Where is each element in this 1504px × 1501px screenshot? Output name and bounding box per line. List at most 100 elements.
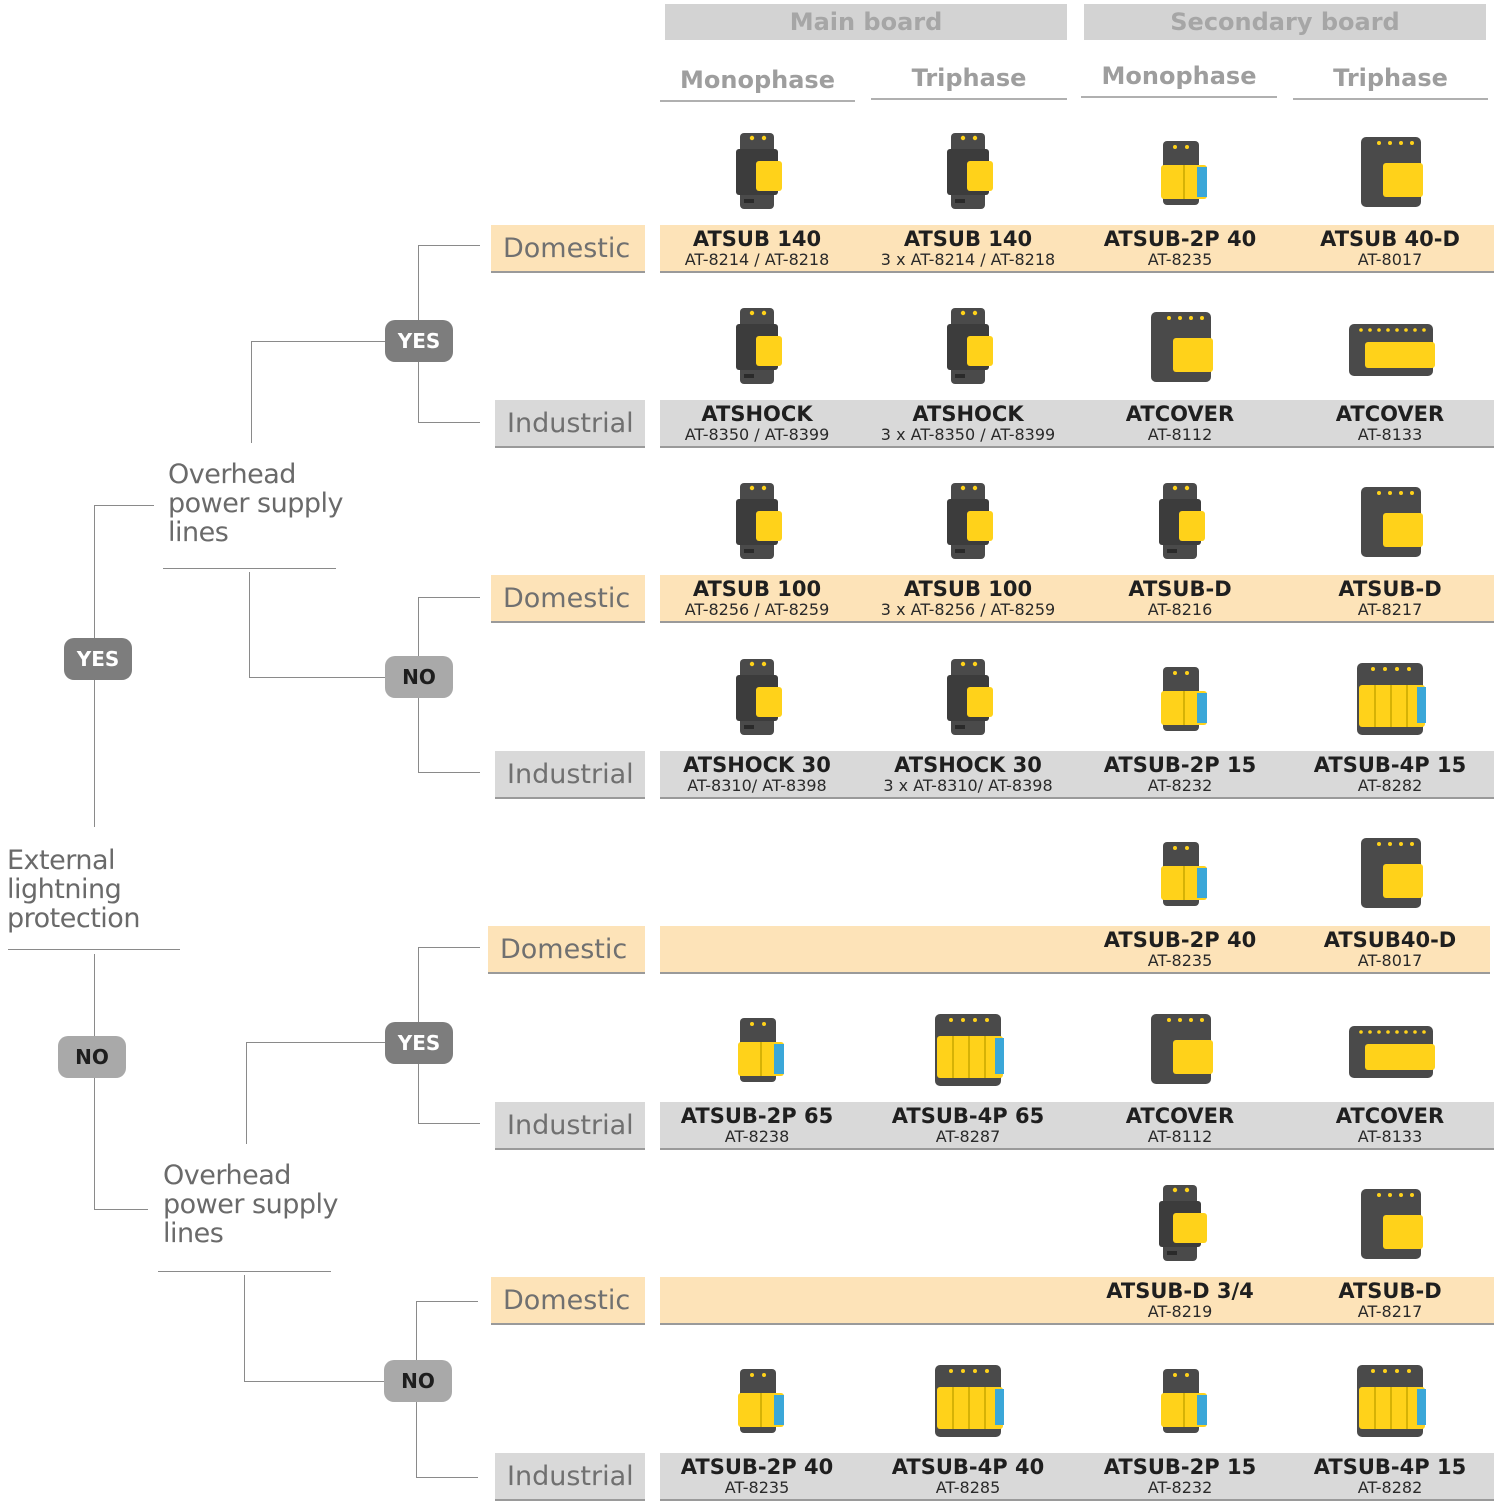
product-reference: AT-8214 / AT-8218 — [684, 250, 830, 269]
4-pole-module-icon — [1345, 127, 1435, 217]
decision-no-upper: NO — [385, 656, 453, 698]
product-name: ATSUB-2P 15 — [1103, 1455, 1257, 1479]
product-reference: AT-8232 — [1147, 1478, 1213, 1497]
product-reference: AT-8256 / AT-8259 — [684, 600, 830, 619]
product-name: ATSUB 100 — [903, 577, 1033, 601]
product-name: ATSUB40-D — [1323, 928, 1457, 952]
product-name: ATCOVER — [1335, 1104, 1445, 1128]
product-reference: AT-8235 — [1147, 250, 1213, 269]
decision-yes-lower: YES — [385, 1022, 453, 1064]
product-name: ATSHOCK 30 — [894, 753, 1042, 777]
4-pole-yellow-module-icon — [923, 1355, 1013, 1445]
row-band-industrial — [660, 400, 1494, 448]
product-name: ATSUB 40-D — [1320, 227, 1460, 251]
product-name: ATSUB-D — [1338, 577, 1442, 601]
row-band-industrial — [660, 1102, 1494, 1150]
product-name: ATSHOCK — [912, 402, 1024, 426]
main-board-header: Main board — [665, 4, 1067, 40]
product-reference: AT-8112 — [1147, 425, 1213, 444]
row-label-domestic: Domestic — [491, 575, 645, 623]
narrow-module-icon — [712, 477, 802, 567]
decision-yes-upper: YES — [385, 320, 453, 362]
product-name: ATSUB-2P 15 — [1103, 753, 1257, 777]
product-name: ATSUB-2P 65 — [680, 1104, 834, 1128]
product-name: ATSUB-4P 15 — [1313, 1455, 1467, 1479]
4-pole-yellow-module-icon — [923, 1004, 1013, 1094]
2-pole-module-icon — [1135, 653, 1225, 743]
product-reference: AT-8216 — [1147, 600, 1213, 619]
2-pole-module-icon — [1135, 127, 1225, 217]
narrow-module-icon — [712, 302, 802, 392]
product-name: ATSUB-2P 40 — [1103, 227, 1257, 251]
product-name: ATSUB-2P 40 — [680, 1455, 834, 1479]
narrow-module-icon — [923, 653, 1013, 743]
row-label-industrial: Industrial — [495, 751, 645, 799]
4-pole-module-icon — [1345, 1179, 1435, 1269]
4-pole-module-icon — [1345, 828, 1435, 918]
product-name: ATSUB 100 — [692, 577, 822, 601]
row-band-industrial — [660, 1453, 1494, 1501]
product-reference: AT-8017 — [1357, 250, 1423, 269]
4-pole-yellow-module-icon — [1345, 653, 1435, 743]
column-header-main-monophase: Monophase — [660, 60, 855, 102]
product-name: ATSUB 140 — [692, 227, 822, 251]
2-pole-module-icon — [1135, 1355, 1225, 1445]
product-reference: AT-8238 — [724, 1127, 790, 1146]
product-name: ATSUB 140 — [903, 227, 1033, 251]
narrow-module-icon — [923, 302, 1013, 392]
row-label-domestic: Domestic — [491, 225, 645, 273]
product-name: ATCOVER — [1125, 1104, 1235, 1128]
wide-module-icon — [1345, 302, 1435, 392]
product-name: ATSUB-2P 40 — [1103, 928, 1257, 952]
row-label-domestic: Domestic — [488, 926, 645, 974]
column-header-secondary-monophase: Monophase — [1081, 56, 1277, 98]
row-label-industrial: Industrial — [495, 1453, 645, 1501]
product-name: ATSUB-D 3/4 — [1106, 1279, 1254, 1303]
product-reference: AT-8133 — [1357, 1127, 1423, 1146]
product-reference: AT-8282 — [1357, 1478, 1423, 1497]
product-reference: 3 x AT-8310/ AT-8398 — [883, 776, 1053, 795]
product-name: ATCOVER — [1335, 402, 1445, 426]
product-reference: 3 x AT-8350 / AT-8399 — [880, 425, 1056, 444]
decision-yes-root: YES — [64, 638, 132, 680]
product-name: ATSUB-4P 65 — [891, 1104, 1045, 1128]
product-name: ATSUB-4P 15 — [1313, 753, 1467, 777]
column-header-secondary-triphase: Triphase — [1293, 58, 1488, 100]
narrow-module-icon — [1135, 477, 1225, 567]
narrow-module-icon — [923, 127, 1013, 217]
narrow-yellow-module-icon — [1135, 1179, 1225, 1269]
product-name: ATSUB-D — [1338, 1279, 1442, 1303]
4-pole-module-icon — [1345, 477, 1435, 567]
2-pole-module-icon — [712, 1004, 802, 1094]
4-pole-module-icon — [1135, 1004, 1225, 1094]
product-reference: AT-8232 — [1147, 776, 1213, 795]
row-band-industrial — [660, 751, 1494, 799]
secondary-board-header: Secondary board — [1084, 4, 1486, 40]
product-reference: AT-8287 — [935, 1127, 1001, 1146]
narrow-module-icon — [923, 477, 1013, 567]
row-label-industrial: Industrial — [495, 400, 645, 448]
product-reference: 3 x AT-8214 / AT-8218 — [880, 250, 1056, 269]
4-pole-yellow-module-icon — [1345, 1355, 1435, 1445]
product-reference: AT-8112 — [1147, 1127, 1213, 1146]
product-reference: AT-8219 — [1147, 1302, 1213, 1321]
product-reference: AT-8350 / AT-8399 — [684, 425, 830, 444]
product-name: ATCOVER — [1125, 402, 1235, 426]
product-name: ATSHOCK 30 — [683, 753, 831, 777]
